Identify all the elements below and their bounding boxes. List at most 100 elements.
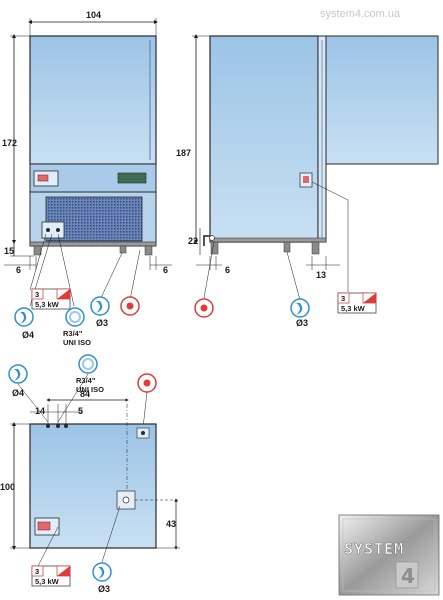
side-drain-diameter-label: Ø3 xyxy=(296,318,308,328)
side-indicator xyxy=(303,176,309,183)
water-drop-icon xyxy=(20,312,27,324)
top-drain-port: Ø3 xyxy=(92,562,112,594)
top-electrical-power-label: 5,3 kW xyxy=(35,577,60,586)
feet-height-label: 15 xyxy=(4,246,14,256)
side-view: 187 22 6 13 xyxy=(176,34,439,328)
side-foot-right xyxy=(311,241,320,255)
top-water-fitting-line2: UNI ISO xyxy=(76,385,104,394)
top-water-fitting-line1: R3/4" xyxy=(76,376,96,385)
electrical-power-label: 5,3 kW xyxy=(35,300,60,309)
side-base xyxy=(209,237,327,243)
side-foot-left xyxy=(210,241,219,255)
water-fitting-line1: R3/4" xyxy=(63,329,83,338)
side-overflow-port xyxy=(194,298,214,318)
drain-outlet-icon xyxy=(209,235,215,241)
front-left-offset-label: 6 xyxy=(16,265,21,275)
top-water-fitting-port: R3/4" UNI ISO xyxy=(76,354,104,394)
water-drop-icon xyxy=(14,369,21,381)
display-indicator xyxy=(37,174,49,182)
leader-line xyxy=(101,505,121,563)
red-dot-icon xyxy=(200,304,208,312)
red-dot-icon xyxy=(143,379,151,387)
electrical-warning-icon xyxy=(57,289,70,299)
top-height-label: 100 xyxy=(0,482,15,492)
side-foot-mid xyxy=(283,241,291,253)
front-door-panel xyxy=(29,35,157,165)
side-electrical-power-label: 5,3 kW xyxy=(341,304,366,313)
logo-plate xyxy=(338,514,440,596)
system4-logo: 4 SYSTEM xyxy=(338,514,440,596)
drain-offset-label: 43 xyxy=(166,519,176,529)
top-electrical-rating-plate: 3 5,3 kW xyxy=(31,565,71,587)
brand-badge xyxy=(117,172,147,184)
side-electrical-rating-plate: 3 5,3 kW xyxy=(337,292,377,314)
top-indicator xyxy=(37,521,51,531)
front-view: 104 172 15 6 6 xyxy=(2,10,172,347)
leader-line xyxy=(129,249,141,301)
top-depth-label: 84 xyxy=(80,389,90,399)
side-drain-port: Ø3 xyxy=(290,298,310,328)
electrical-phase-label: 3 xyxy=(35,290,39,299)
foot-mid xyxy=(119,245,127,254)
side-electrical-phase-label: 3 xyxy=(341,294,345,303)
top-water-inlet-diameter-label: Ø4 xyxy=(12,388,24,398)
water-inlet-port: Ø4 xyxy=(14,307,34,340)
cabinet-side-panel xyxy=(209,35,319,243)
overflow-port xyxy=(120,296,140,316)
top-connection-icon xyxy=(46,424,50,428)
side-right-offset-label: 13 xyxy=(316,270,326,280)
front-height-label: 172 xyxy=(2,138,17,148)
top-view: Ø4 R3/4" UNI ISO 84 14 5 xyxy=(0,354,180,594)
top-electrical-phase-label: 3 xyxy=(35,567,39,576)
leader-line xyxy=(37,526,59,567)
leader-line xyxy=(99,252,123,301)
drain-pipe xyxy=(203,235,210,246)
top-water-inlet-port: Ø4 xyxy=(8,364,28,398)
top-connection-icon xyxy=(56,424,60,428)
foot-left xyxy=(33,245,42,256)
front-right-offset-label: 6 xyxy=(163,265,168,275)
top-overflow-point-icon xyxy=(141,431,145,435)
cabinet-base xyxy=(29,241,157,247)
logo-badge xyxy=(395,561,419,589)
top-drain-diameter-label: Ø3 xyxy=(98,584,110,594)
electrical-rating-plate: 3 5,3 kW xyxy=(31,288,71,310)
open-door-panel xyxy=(325,35,439,165)
connection-point-icon xyxy=(56,228,60,232)
leader-line xyxy=(57,373,89,423)
side-left-offset-label: 6 xyxy=(225,265,230,275)
top-offset-a-label: 14 xyxy=(35,406,45,416)
connection-point-icon xyxy=(46,228,50,232)
water-inlet-diameter-label: Ø4 xyxy=(22,330,34,340)
fitting-ring-icon xyxy=(69,311,81,323)
leader-line xyxy=(17,383,49,423)
leader-line xyxy=(203,241,215,299)
top-offset-b-label: 5 xyxy=(78,406,83,416)
drain-height-label: 22 xyxy=(188,236,198,246)
leader-line xyxy=(286,251,301,301)
fitting-ring-icon xyxy=(82,358,94,370)
leader-line xyxy=(57,233,75,307)
red-dot-icon xyxy=(126,302,134,310)
foot-right xyxy=(144,245,153,256)
drain-drop-icon xyxy=(96,301,103,313)
drain-drop-icon xyxy=(98,567,105,579)
electrical-warning-icon xyxy=(57,566,70,576)
logo-text: SYSTEM xyxy=(344,540,404,558)
side-height-label: 187 xyxy=(176,148,191,158)
top-drain-point-icon xyxy=(122,496,130,504)
watermark-text: system4.com.ua xyxy=(320,8,401,20)
top-connection-icon xyxy=(64,424,68,428)
leader-line xyxy=(29,233,47,291)
drain-diameter-label: Ø3 xyxy=(96,318,108,328)
leader-line xyxy=(311,181,349,292)
front-width-label: 104 xyxy=(86,10,101,20)
leader-line xyxy=(142,391,148,429)
connection-box xyxy=(41,221,65,239)
water-fitting-line2: UNI ISO xyxy=(63,338,91,347)
drain-port: Ø3 xyxy=(90,296,110,328)
top-overflow-port xyxy=(137,373,157,393)
electrical-warning-icon xyxy=(363,293,376,303)
water-fitting-port: R3/4" UNI ISO xyxy=(63,307,91,347)
